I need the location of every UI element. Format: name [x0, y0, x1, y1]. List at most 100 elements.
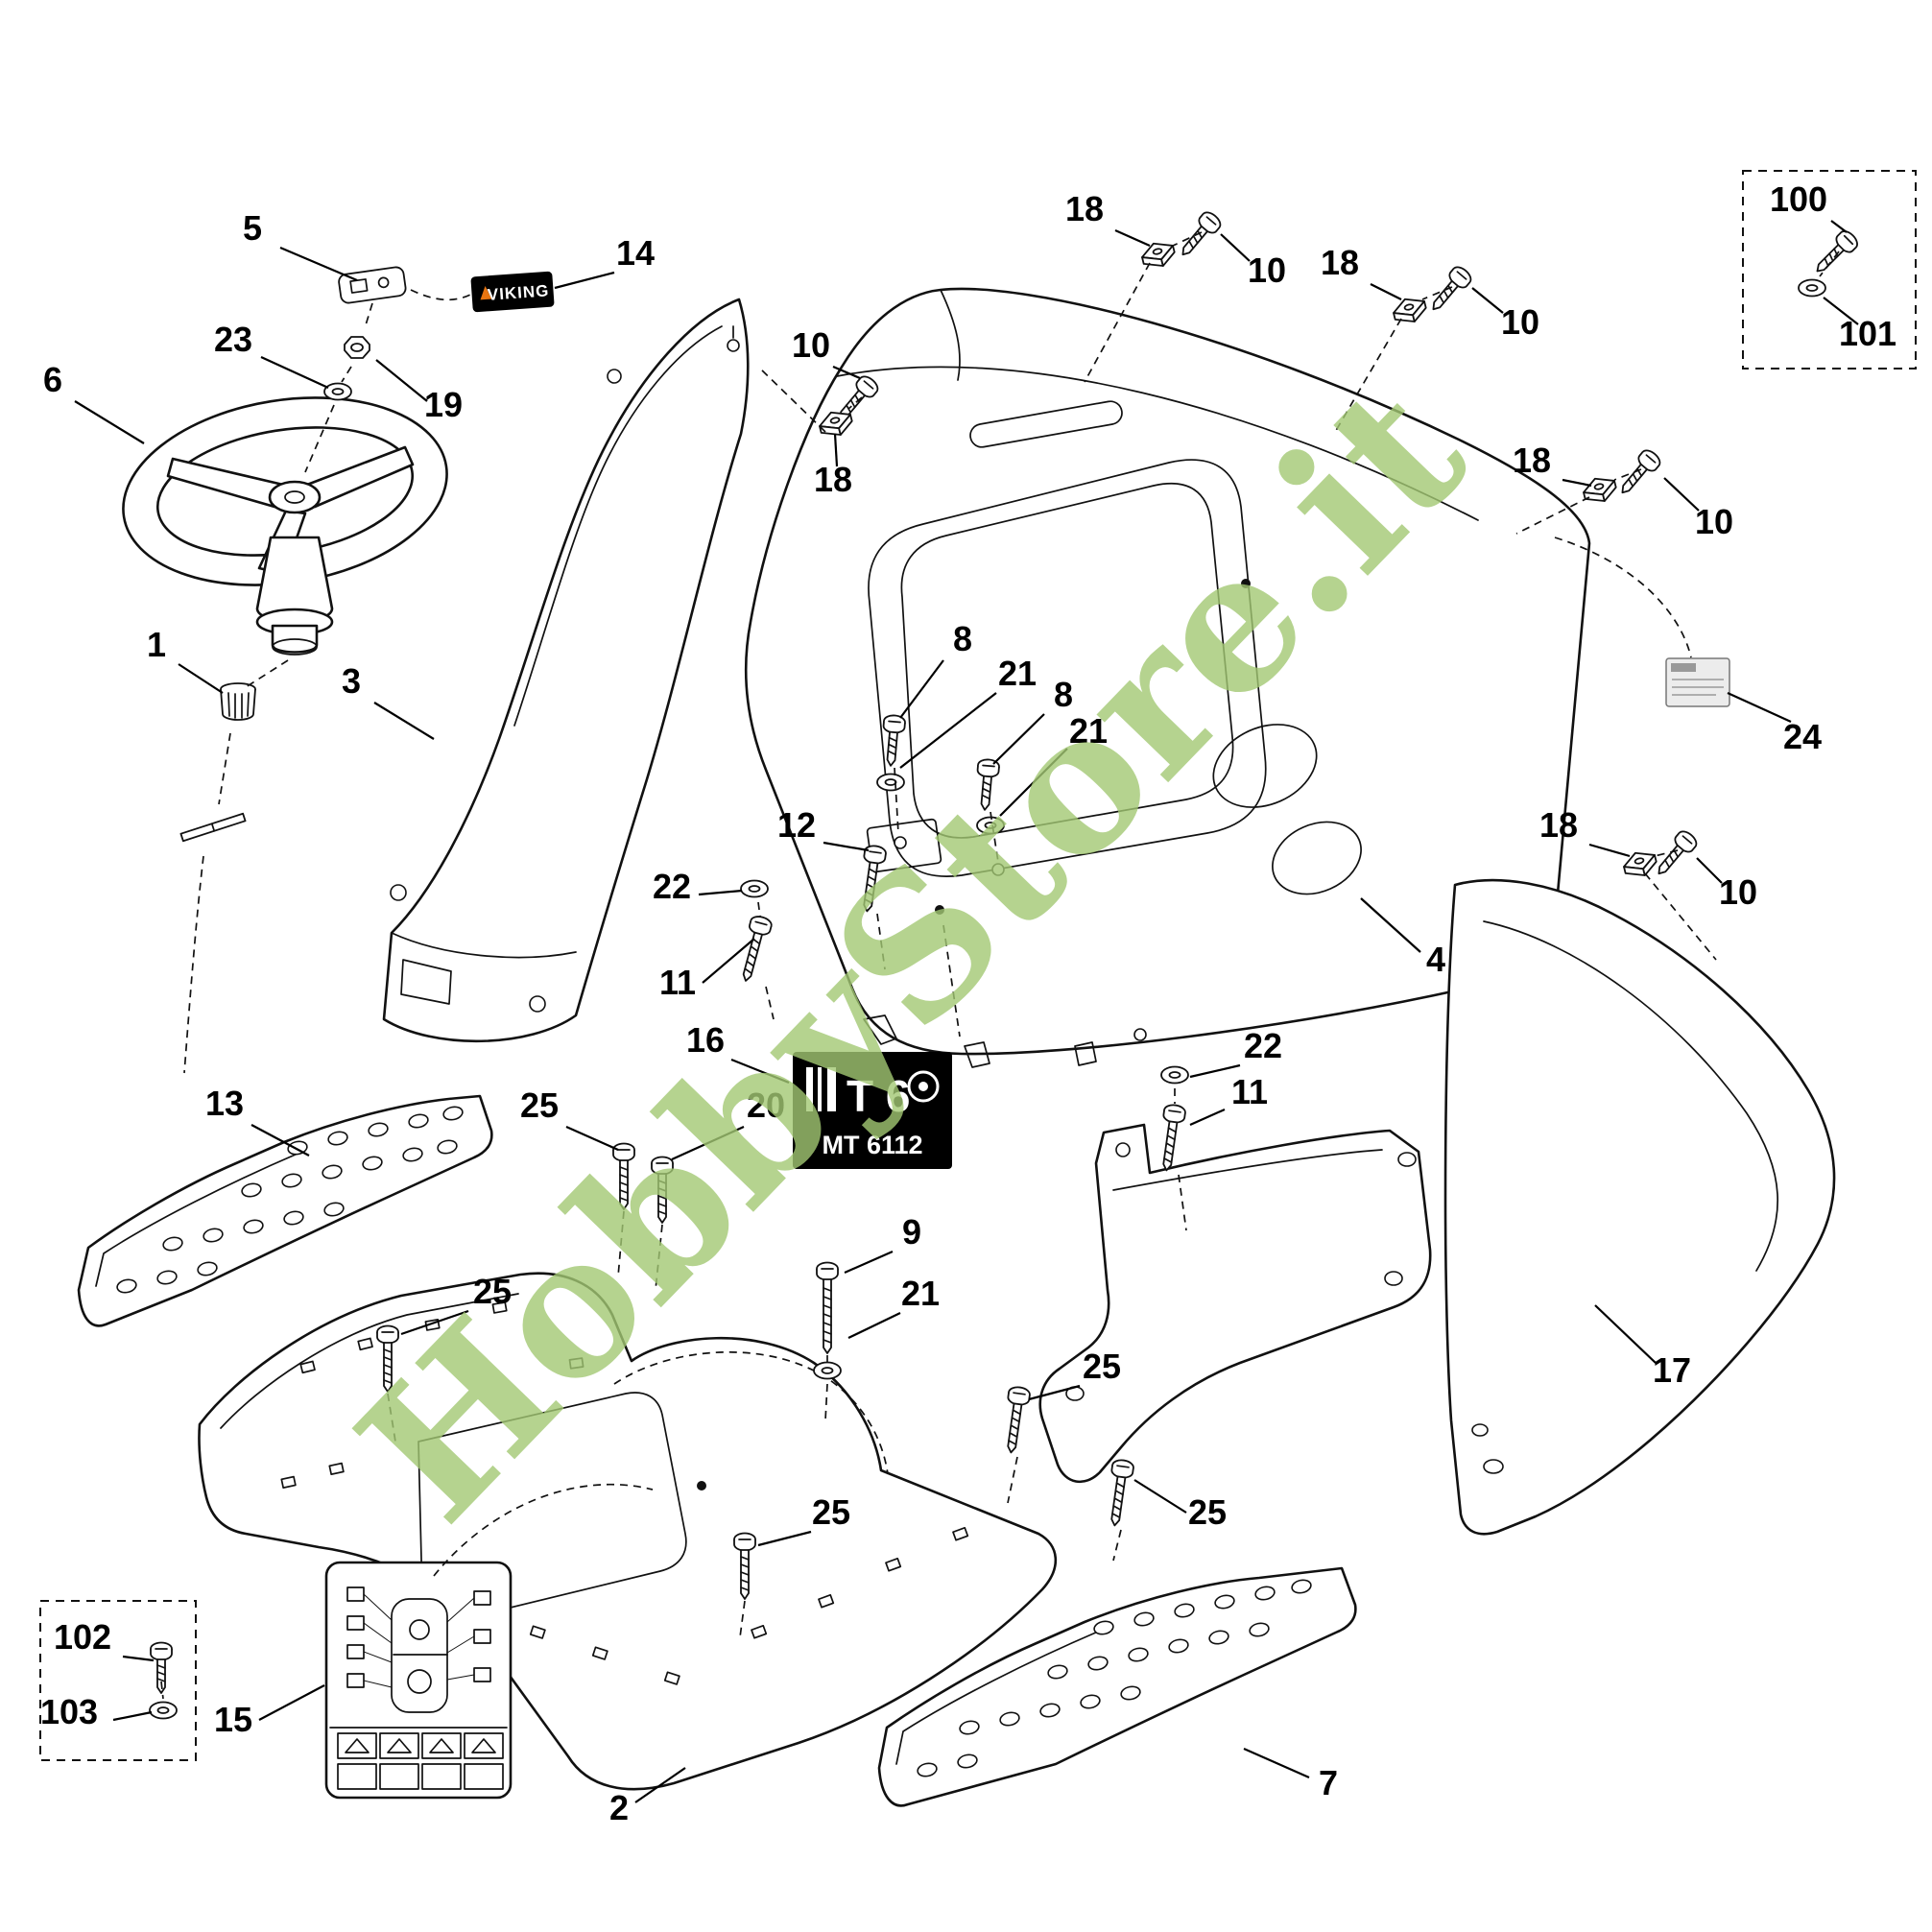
clip-18: [1580, 473, 1620, 507]
part-17-right-fender: [1443, 878, 1836, 1536]
callout-11: 11: [1231, 1072, 1268, 1111]
leader-line-24-17: [1727, 691, 1792, 724]
clip-18: [1620, 847, 1660, 881]
callout-20: 20: [747, 1085, 785, 1125]
leader-line-100-36: [1830, 220, 1848, 233]
callout-25: 25: [1188, 1492, 1227, 1532]
leader-line-8-11: [992, 713, 1045, 765]
callout-21: 21: [1069, 711, 1108, 751]
callout-102: 102: [54, 1617, 111, 1657]
viking-label-text: VIKING: [487, 281, 550, 303]
leader-line-15-33: [258, 1684, 325, 1721]
sticker-15-warning-label: [324, 1561, 513, 1800]
leader-line-10-41: [1471, 287, 1504, 314]
leader-line-11-20: [1189, 1108, 1226, 1127]
leader-line-25-26: [400, 1309, 469, 1336]
callout-16: 16: [686, 1020, 725, 1060]
sticker-16-model-label: T 6 MT 6112: [793, 1052, 952, 1169]
leader-line-10-45: [1696, 857, 1723, 884]
leader-line-25-29: [757, 1530, 812, 1547]
callout-3: 3: [342, 661, 361, 701]
part-1-knob: [220, 682, 256, 721]
leader-line-8-9: [899, 659, 944, 719]
callout-1: 1: [147, 625, 166, 664]
sticker-14-viking-label: VIKING: [470, 271, 555, 313]
callout-100: 100: [1770, 179, 1827, 219]
callout-13: 13: [205, 1084, 244, 1123]
callout-5: 5: [243, 208, 262, 248]
support-bracket: [1038, 1123, 1432, 1484]
leader-line-25-22: [565, 1125, 619, 1152]
callout-24: 24: [1783, 717, 1822, 756]
leader-line-25-27: [1028, 1384, 1081, 1401]
callout-25: 25: [1083, 1347, 1121, 1386]
model-big-text: T 6: [847, 1071, 910, 1121]
model-text: MT 6112: [822, 1131, 922, 1159]
screw-25: [1103, 1458, 1135, 1528]
callout-22: 22: [1244, 1026, 1282, 1065]
part-5-cap: [338, 266, 407, 304]
leader-line-16-18: [730, 1058, 790, 1085]
leader-line-22-19: [1189, 1063, 1241, 1079]
steering-axis-dashes: [183, 289, 473, 1074]
leader-line-6-4: [74, 400, 145, 444]
washer-101: [1798, 278, 1826, 298]
leader-line-23-2: [260, 355, 329, 390]
callout-10: 10: [1695, 502, 1733, 541]
leader-line-12-13: [823, 841, 870, 852]
assembly-dashes: [160, 231, 1840, 1700]
viking-logo-wedge: [480, 285, 492, 300]
part-2-holes: [280, 1300, 969, 1685]
steering-shaft-rod: [179, 812, 247, 843]
leader-line-101-37: [1823, 297, 1859, 325]
callout-18: 18: [1513, 441, 1551, 480]
leader-line-22-14: [698, 889, 743, 896]
part-3-left-side-panel: [382, 298, 750, 1043]
callout-18: 18: [814, 460, 852, 499]
leader-line-19-3: [375, 359, 428, 402]
callout-21: 21: [901, 1274, 940, 1313]
leader-line-21-25: [847, 1312, 901, 1339]
callout-25: 25: [473, 1272, 512, 1311]
sticker-24-info-label: [1665, 657, 1730, 707]
screw-10: [1424, 263, 1475, 318]
callout-11: 11: [659, 963, 696, 1002]
screw-9: [816, 1261, 839, 1354]
callout-18: 18: [1065, 189, 1104, 228]
callout-9: 9: [902, 1212, 921, 1252]
leader-line-17-28: [1594, 1304, 1657, 1364]
leader-line-13-21: [250, 1124, 310, 1157]
callout-23: 23: [214, 320, 252, 359]
leader-line-3-8: [373, 702, 435, 740]
callout-14: 14: [616, 233, 655, 273]
callout-18: 18: [1321, 243, 1359, 282]
leader-line-102-31: [122, 1655, 155, 1662]
callout-10: 10: [1248, 250, 1286, 290]
screw-100: [1808, 227, 1862, 280]
leader-line-4-16: [1360, 897, 1421, 953]
callout-10: 10: [1719, 872, 1757, 912]
leader-line-20-23: [671, 1125, 745, 1161]
screw-10: [1613, 446, 1664, 501]
screw-10: [1650, 827, 1701, 882]
leader-line-9-24: [844, 1250, 894, 1275]
leader-line-2-34: [634, 1767, 686, 1803]
part-6-steering-wheel: [122, 396, 448, 656]
callout-8: 8: [1054, 675, 1073, 714]
leader-line-18-40: [1370, 283, 1402, 300]
part-13-left-footplate: [77, 1094, 493, 1327]
leader-line-103-32: [112, 1710, 153, 1722]
part-4-hood: [744, 287, 1591, 1068]
callout-2: 2: [609, 1788, 629, 1827]
washer-22: [1160, 1065, 1189, 1085]
callout-18: 18: [1539, 805, 1578, 845]
screw-11: [1155, 1103, 1187, 1173]
callout-103: 103: [40, 1692, 98, 1731]
leader-line-18-38: [1114, 228, 1151, 248]
leader-line-14-1: [554, 271, 615, 290]
callout-7: 7: [1319, 1763, 1338, 1802]
part-23-washer: [323, 382, 352, 401]
leader-line-10-39: [1220, 233, 1251, 262]
callout-6: 6: [43, 360, 62, 399]
leader-line-7-35: [1243, 1747, 1310, 1779]
